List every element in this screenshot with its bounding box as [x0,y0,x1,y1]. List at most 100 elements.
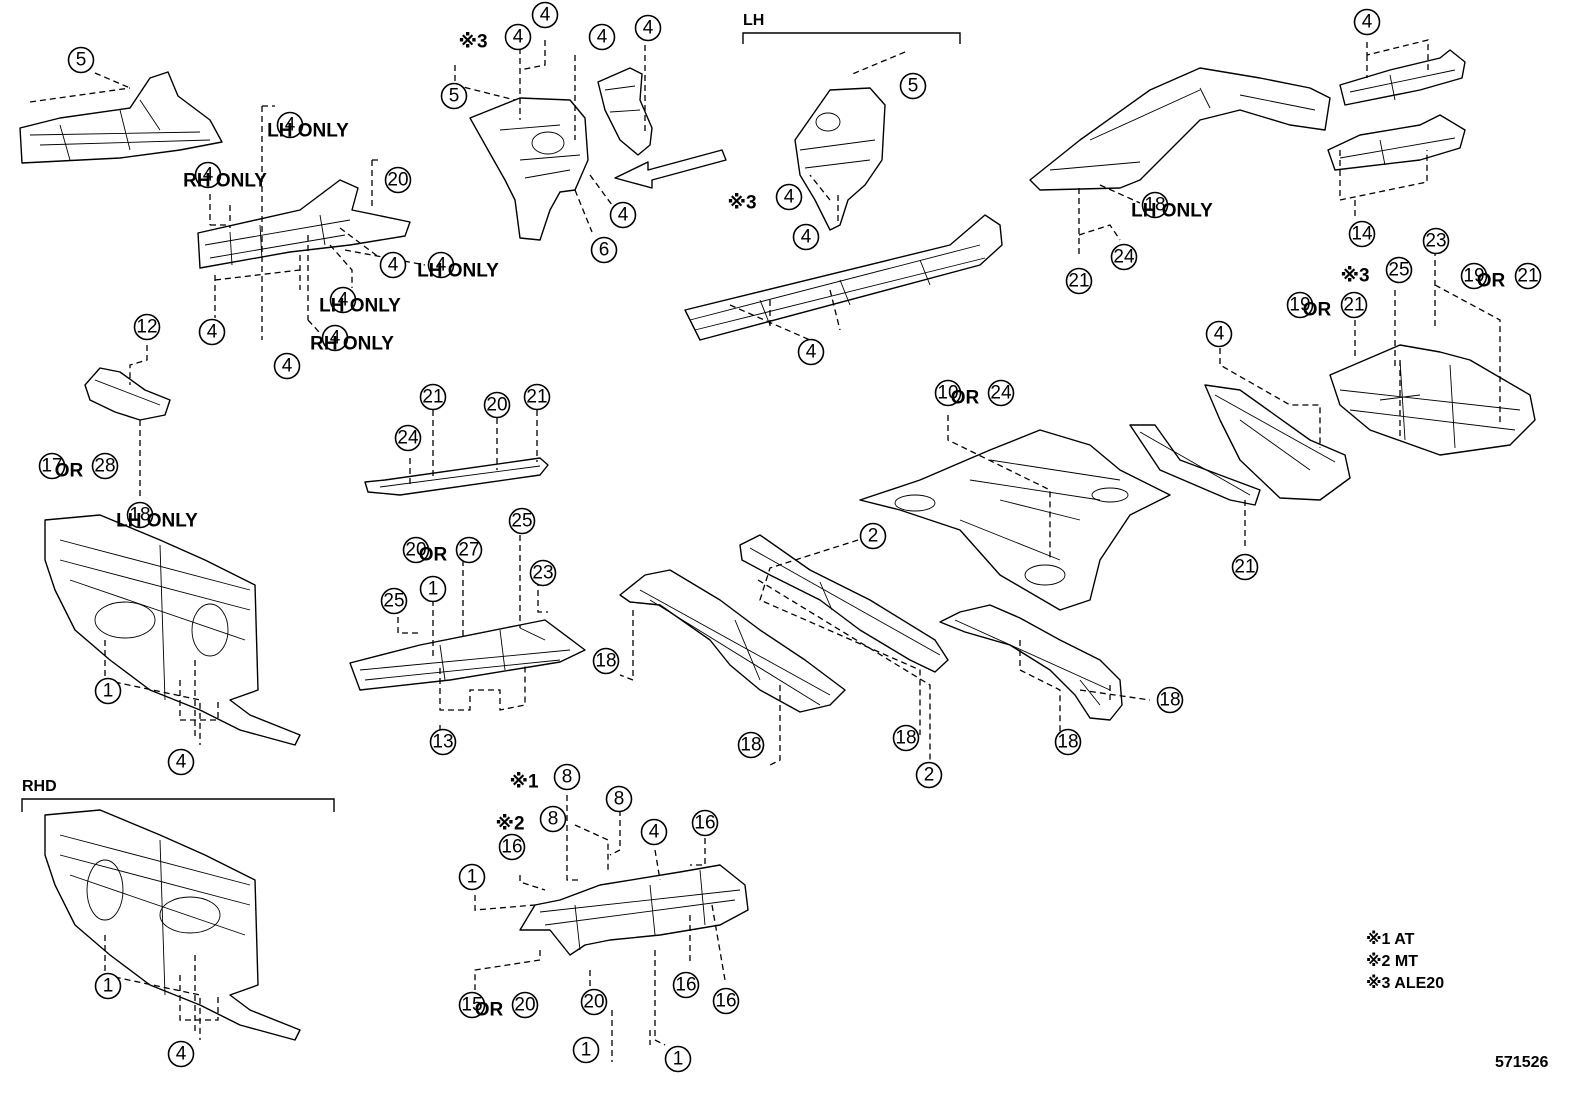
svg-text:4: 4 [513,27,524,48]
svg-text:4: 4 [285,115,296,136]
mark-3-label: ※3 [1340,266,1369,287]
callout-12: 12 [133,313,161,341]
or-label: OR [951,388,980,409]
callout-16: 16 [498,833,526,861]
rhd-group-label: RHD [22,778,57,795]
rh-only-label: RH ONLY [183,171,267,192]
lh-only-label: LH ONLY [417,261,499,282]
callout-14: 14 [1348,220,1376,248]
svg-text:8: 8 [562,767,573,788]
svg-text:4: 4 [540,5,551,26]
callout-1: 1 [419,575,447,603]
svg-text:23: 23 [532,563,553,584]
svg-text:14: 14 [1351,224,1373,245]
callout-25: 25 [508,507,536,535]
callout-19: 19 [1460,262,1488,290]
callout-21: 21 [419,383,447,411]
svg-text:6: 6 [599,240,610,261]
callout-4: 4 [321,324,349,352]
svg-text:25: 25 [1388,260,1409,281]
svg-text:5: 5 [908,76,919,97]
part-wheelhouse-front [469,67,653,241]
svg-text:8: 8 [548,809,559,830]
callout-20: 20 [384,166,412,194]
callout-4: 4 [167,748,195,776]
svg-text:25: 25 [511,511,532,532]
direction-arrow [614,149,727,189]
svg-text:15: 15 [461,995,482,1016]
callout-1: 1 [664,1045,692,1073]
callout-16: 16 [691,809,719,837]
callout-23: 23 [1422,227,1450,255]
callouts: 5 4 LH ONLY 4 RH ONLY 20 4 4 LH ONLY 4 L… [38,1,1542,1073]
svg-text:21: 21 [422,387,443,408]
svg-text:4: 4 [388,255,399,276]
part-floor-tunnel [519,864,749,956]
callout-16: 16 [672,971,700,999]
callout-1: 1 [458,863,486,891]
callout-27: 27 [455,536,483,564]
svg-text:5: 5 [76,50,87,71]
svg-text:16: 16 [715,991,736,1012]
callout-20: 20 [580,988,608,1016]
part-crossmember-rear [1129,424,1261,506]
svg-text:4: 4 [330,328,341,349]
callout-4: 4 [588,23,616,51]
callout-20: 20 [483,391,511,419]
part-main-floor [859,429,1171,611]
callout-21: 21 [1065,267,1093,295]
callout-8: 8 [605,785,633,813]
svg-text:1: 1 [581,1040,592,1061]
svg-text:16: 16 [694,813,715,834]
svg-text:10: 10 [937,383,958,404]
svg-text:4: 4 [806,342,817,363]
svg-text:4: 4 [282,356,293,377]
svg-text:4: 4 [203,165,214,186]
callout-4: 4 [531,1,559,29]
callout-25: 25 [380,587,408,615]
svg-text:4: 4 [1214,324,1225,345]
callout-6: 6 [590,236,618,264]
callout-18: 18 [892,724,920,752]
svg-text:4: 4 [207,322,218,343]
callout-4: 4 [792,223,820,251]
or-label: OR [419,545,448,566]
mark-3-label: ※3 [458,32,487,53]
callout-24: 24 [394,424,422,452]
callout-13: 13 [429,728,457,756]
callout-18: 18 [1141,191,1169,219]
legend-item: ※1 AT [1366,930,1415,948]
callout-4: 4 [1353,8,1381,36]
callout-4: 4 [609,201,637,229]
part-rear-shelf-lower [1327,114,1466,171]
part-upper-crossmember [1204,384,1351,501]
callout-15: 15 [458,991,486,1019]
svg-text:4: 4 [436,255,447,276]
callout-4: 4 [273,352,301,380]
lh-only-label: LH ONLY [1131,201,1213,222]
part-rear-shelf-upper [1339,49,1466,106]
svg-text:1: 1 [103,681,114,702]
callout-21: 21 [523,383,551,411]
svg-text:20: 20 [514,995,535,1016]
callout-5: 5 [440,82,468,110]
callout-24: 24 [1110,243,1138,271]
svg-text:20: 20 [486,395,507,416]
callout-20: 20 [402,536,430,564]
lh-group-label: LH [743,12,764,29]
mark-2-label: ※2 [495,814,524,835]
lh-group-bracket: LH [742,12,961,44]
svg-text:2: 2 [868,526,879,547]
svg-text:12: 12 [136,317,157,338]
svg-text:8: 8 [614,789,625,810]
callout-4: 4 [797,338,825,366]
callout-18: 18 [592,647,620,675]
part-rear-floor-pan [1329,344,1536,456]
callout-28: 28 [91,452,119,480]
svg-text:4: 4 [176,752,187,773]
mark-1-label: ※1 [509,772,538,793]
svg-text:21: 21 [526,387,547,408]
svg-text:27: 27 [458,540,479,561]
svg-text:18: 18 [1057,732,1078,753]
or-label: OR [55,461,84,482]
